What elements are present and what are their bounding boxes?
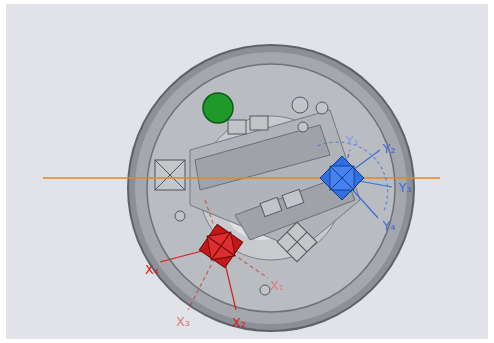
axis-label: X₄ [145, 263, 159, 276]
axis-label: Y₂ [382, 142, 395, 155]
axis-label: Y₁ [345, 134, 358, 147]
axis-label: X₂ [232, 316, 246, 329]
axis-label: Y₃ [398, 181, 411, 194]
axis-label: X₃ [176, 315, 190, 328]
axis-label: Y₄ [382, 219, 395, 232]
axis-label: X₁ [270, 279, 284, 292]
